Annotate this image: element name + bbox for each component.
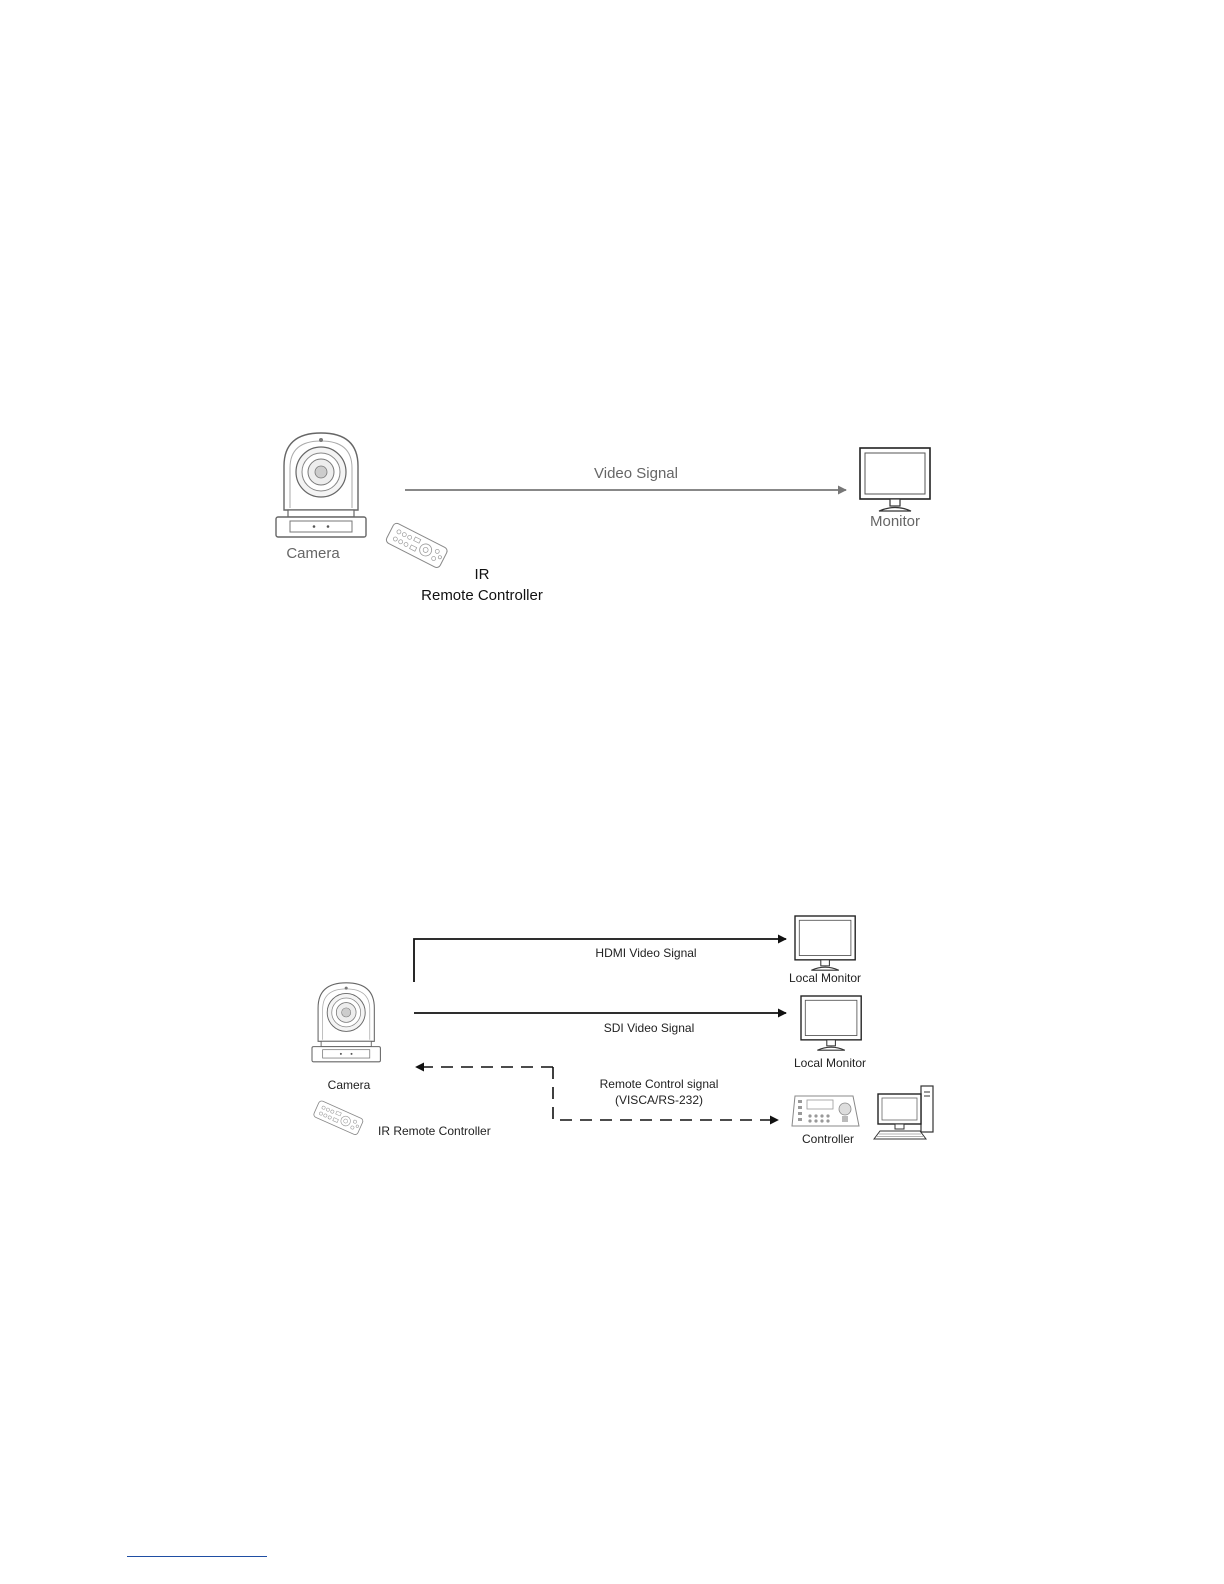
video-signal-label: Video Signal [594,465,678,482]
local-monitor-label-1: Local Monitor [789,971,861,985]
ir-remote-icon [385,522,448,569]
controller-label: Controller [802,1132,854,1146]
camera-label: Camera [328,1078,371,1092]
camera-icon [312,983,380,1062]
local-monitor-icon [801,996,861,1050]
monitor-icon [860,448,930,511]
ir-remote-label-line2: Remote Controller [421,585,543,606]
ir-remote-icon [313,1100,364,1136]
diagram-1 [276,433,930,569]
sdi-signal-label: SDI Video Signal [604,1021,695,1035]
remote-control-signal-line2: (VISCA/RS-232) [600,1092,719,1108]
hdmi-signal-label: HDMI Video Signal [595,946,696,960]
local-monitor-icon [795,916,855,970]
monitor-label: Monitor [870,513,920,530]
remote-control-signal-line1: Remote Control signal [600,1076,719,1092]
camera-label: Camera [286,545,339,562]
footnote-separator [127,1556,267,1557]
ir-remote-label: IR Remote Controller [378,1124,491,1138]
remote-control-signal-label: Remote Control signal (VISCA/RS-232) [600,1076,719,1108]
ir-remote-label-line1: IR [421,564,543,585]
camera-icon [276,433,366,537]
controller-keyboard-icon [792,1096,859,1126]
computer-icon [874,1086,933,1139]
local-monitor-label-2: Local Monitor [794,1056,866,1070]
ir-remote-label: IR Remote Controller [421,564,543,606]
